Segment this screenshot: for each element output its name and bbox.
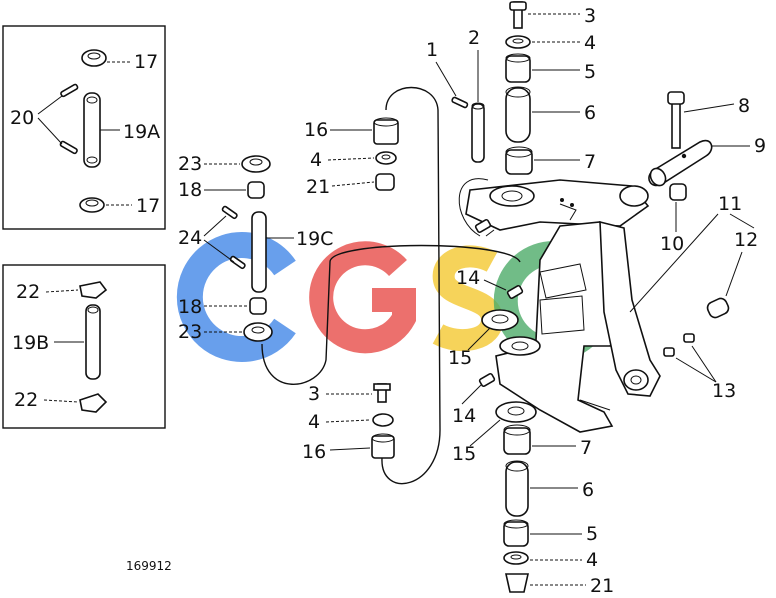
inset-a-frame xyxy=(2,25,166,230)
callout-19c: 19C xyxy=(296,228,333,250)
part-6-lower-bushing xyxy=(505,461,529,517)
right-parts: 8 9 10 11 12 13 xyxy=(629,91,766,402)
callout-8: 8 xyxy=(738,95,750,117)
part-16-lower xyxy=(371,435,395,459)
main-housing xyxy=(465,179,661,433)
part-5-lower xyxy=(503,521,529,547)
inset-b: 22 19B 22 xyxy=(2,264,166,429)
part-19c-pin xyxy=(251,211,267,293)
part-18-lower xyxy=(249,297,267,315)
callout-3-lower-left: 3 xyxy=(308,383,320,405)
callout-12: 12 xyxy=(734,229,758,251)
callout-23-lower: 23 xyxy=(178,321,202,343)
callout-5-upper: 5 xyxy=(584,61,596,83)
upper-pin-stack: 1 2 3 4 5 6 7 xyxy=(426,1,596,175)
watermark-letter-s xyxy=(432,245,503,351)
callout-4-lower: 4 xyxy=(586,549,598,571)
callout-18-upper: 18 xyxy=(178,179,202,201)
callout-11: 11 xyxy=(718,193,742,215)
callout-21-upper-left: 21 xyxy=(306,176,330,198)
callout-23-upper: 23 xyxy=(178,153,202,175)
callout-22-top: 22 xyxy=(16,281,40,303)
part-22-bottom xyxy=(79,393,108,413)
callout-1: 1 xyxy=(426,39,438,61)
part-21-lower xyxy=(505,573,529,593)
part-20-roll-pins xyxy=(59,83,79,155)
callout-4-upper: 4 xyxy=(584,32,596,54)
callout-6-upper: 6 xyxy=(584,102,596,124)
pin-stack-19c: 23 18 24 19C 18 23 xyxy=(178,153,333,343)
callout-15-lower: 15 xyxy=(452,443,476,465)
watermark-letter-g xyxy=(309,241,416,354)
callout-15-upper: 15 xyxy=(448,347,472,369)
callout-19b: 19B xyxy=(12,332,49,354)
callout-10: 10 xyxy=(660,233,684,255)
callout-14-lower: 14 xyxy=(452,405,476,427)
callout-21-lower: 21 xyxy=(590,575,614,597)
part-19a-pin xyxy=(83,92,101,168)
callout-2: 2 xyxy=(468,27,480,49)
callout-16-upper: 16 xyxy=(304,119,328,141)
part-23-upper xyxy=(241,155,271,173)
callout-7-lower: 7 xyxy=(580,437,592,459)
callout-20: 20 xyxy=(10,107,34,129)
part-1-clip xyxy=(451,96,469,109)
callout-13: 13 xyxy=(712,380,736,402)
part-14-upper xyxy=(506,284,524,300)
callout-18-lower: 18 xyxy=(178,296,202,318)
part-4-lower-left xyxy=(372,413,394,427)
assembly-leader-lines xyxy=(261,86,521,485)
callout-4-lower-left: 4 xyxy=(308,411,320,433)
callout-17-bottom: 17 xyxy=(136,195,160,217)
part-16-upper xyxy=(373,119,399,145)
part-15-lower xyxy=(495,401,537,423)
callout-4-upper-left: 4 xyxy=(310,149,322,171)
part-12-bushing xyxy=(706,297,730,319)
part-7-upper xyxy=(505,149,533,175)
part-10-nut xyxy=(669,183,687,201)
part-21-upper-left xyxy=(375,173,395,191)
callout-24: 24 xyxy=(178,227,202,249)
bushing-stack-left: 16 4 21 3 4 16 xyxy=(302,117,399,463)
part-17-bottom xyxy=(79,197,105,213)
part-15-upper xyxy=(481,309,519,331)
inset-b-frame xyxy=(2,264,166,429)
part-14-lower xyxy=(478,372,496,388)
part-19b-pin xyxy=(85,304,101,380)
part-7-lower xyxy=(503,427,531,455)
lower-pin-stack: 15 7 6 5 4 21 xyxy=(452,401,614,597)
part-23-lower xyxy=(243,322,273,342)
part-24-roll-pins xyxy=(221,205,246,270)
callout-3-upper: 3 xyxy=(584,5,596,27)
drawing-number: 169912 xyxy=(126,559,172,573)
callout-5-lower: 5 xyxy=(586,523,598,545)
callout-7-upper: 7 xyxy=(584,151,596,173)
part-6-upper-bushing xyxy=(505,87,531,143)
part-17-top xyxy=(81,49,107,67)
callout-6-lower: 6 xyxy=(582,479,594,501)
callout-17-top: 17 xyxy=(134,51,158,73)
center-fittings: 14 15 14 xyxy=(448,267,524,427)
callout-19a: 19A xyxy=(123,121,160,143)
part-8-bolt xyxy=(671,101,681,149)
part-5-upper xyxy=(505,55,531,83)
callout-14-upper: 14 xyxy=(456,267,480,289)
callout-22-bottom: 22 xyxy=(14,389,38,411)
part-13-fitting-a xyxy=(683,333,695,343)
callout-9: 9 xyxy=(754,135,766,157)
part-4-lower xyxy=(503,551,529,565)
callout-16-lower: 16 xyxy=(302,441,326,463)
part-13-fitting-b xyxy=(663,347,675,357)
part-18-upper xyxy=(247,181,265,199)
inset-a: 17 20 19A 17 xyxy=(2,25,166,230)
part-22-top xyxy=(79,281,108,299)
part-2-pin xyxy=(471,103,485,163)
part-4-upper-left xyxy=(375,151,397,165)
part-4-upper xyxy=(505,35,531,49)
